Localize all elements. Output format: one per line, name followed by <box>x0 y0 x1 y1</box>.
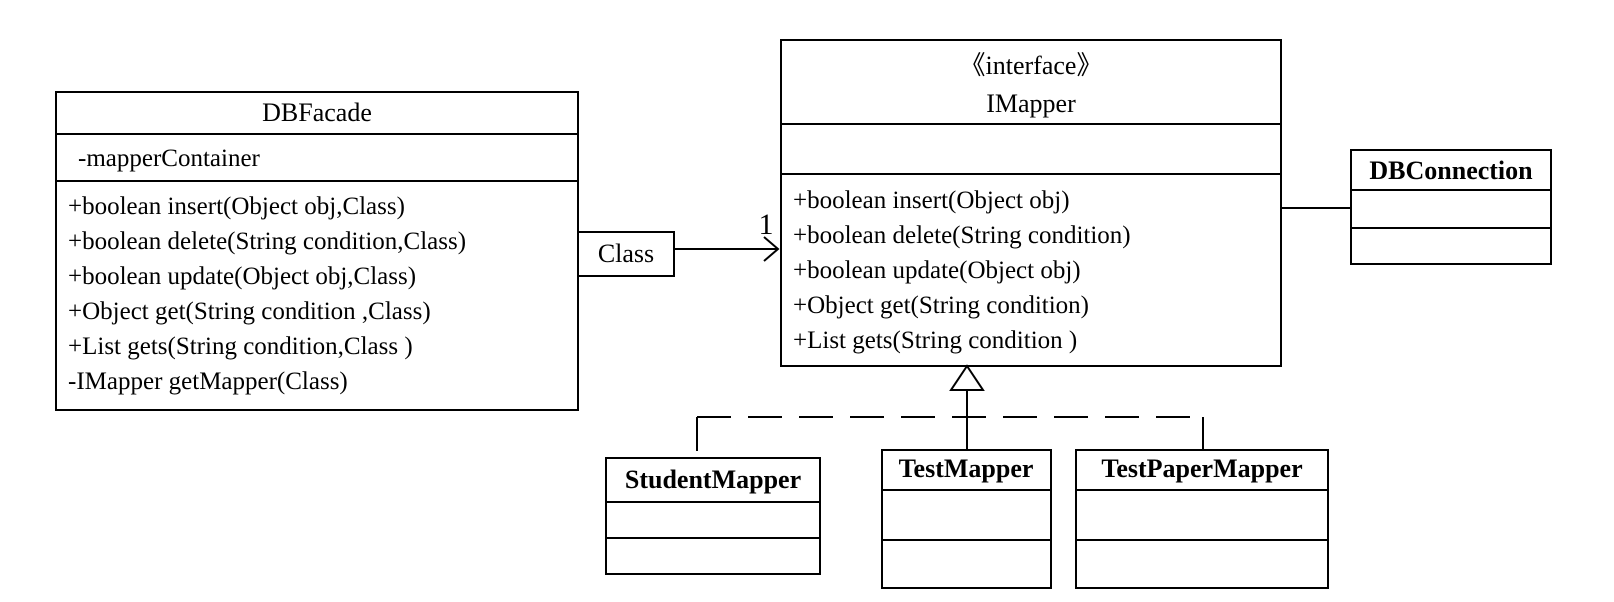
class-dbfacade-operation: +Object get(String condition ,Class) <box>68 298 431 325</box>
class-imapper: 《interface》 IMapper +boolean insert(Obje… <box>780 39 1282 367</box>
class-dbconnection-name: DBConnection <box>1369 156 1533 185</box>
class-imapper-operation: +Object get(String condition) <box>793 292 1089 319</box>
qualifier-box <box>577 231 675 277</box>
navigability-arrowhead <box>763 236 780 262</box>
class-imapper-name: IMapper <box>986 89 1076 118</box>
class-dbconnection: DBConnection <box>1350 149 1552 265</box>
qualified-association: Class 1 <box>577 208 780 277</box>
class-testpapermapper: TestPaperMapper <box>1075 449 1329 589</box>
class-dbfacade-name: DBFacade <box>262 98 372 127</box>
class-testpapermapper-box <box>1075 449 1329 589</box>
realization-arrowhead <box>949 364 985 391</box>
class-dbfacade-operation: +boolean insert(Object obj,Class) <box>68 193 405 220</box>
class-dbconnection-box <box>1350 149 1552 265</box>
class-dbfacade-operation: +boolean delete(String condition,Class) <box>68 228 466 255</box>
class-dbfacade: DBFacade -mapperContainer +boolean inser… <box>55 91 579 411</box>
class-testpapermapper-name: TestPaperMapper <box>1101 454 1302 483</box>
class-imapper-operation: +List gets(String condition ) <box>793 327 1077 354</box>
class-dbfacade-box <box>55 91 579 411</box>
class-imapper-operation: +boolean delete(String condition) <box>793 222 1131 249</box>
class-imapper-operation: +boolean update(Object obj) <box>793 257 1081 284</box>
class-testmapper: TestMapper <box>881 449 1052 589</box>
class-dbfacade-operation: +boolean update(Object obj,Class) <box>68 263 416 290</box>
class-studentmapper: StudentMapper <box>605 457 821 575</box>
class-dbfacade-operation: +List gets(String condition,Class ) <box>68 333 413 360</box>
class-testmapper-name: TestMapper <box>899 454 1034 483</box>
class-imapper-box <box>780 39 1282 367</box>
class-testmapper-box <box>881 449 1052 589</box>
class-dbfacade-attribute: -mapperContainer <box>78 145 261 172</box>
class-dbfacade-operation: -IMapper getMapper(Class) <box>68 368 348 395</box>
qualifier-label: Class <box>598 239 654 268</box>
class-studentmapper-name: StudentMapper <box>625 465 801 494</box>
realization-connectors <box>696 364 1204 458</box>
class-studentmapper-box <box>605 457 821 575</box>
multiplicity-label: 1 <box>759 208 774 241</box>
class-imapper-operation: +boolean insert(Object obj) <box>793 187 1070 214</box>
class-imapper-stereotype: 《interface》 <box>960 51 1103 80</box>
